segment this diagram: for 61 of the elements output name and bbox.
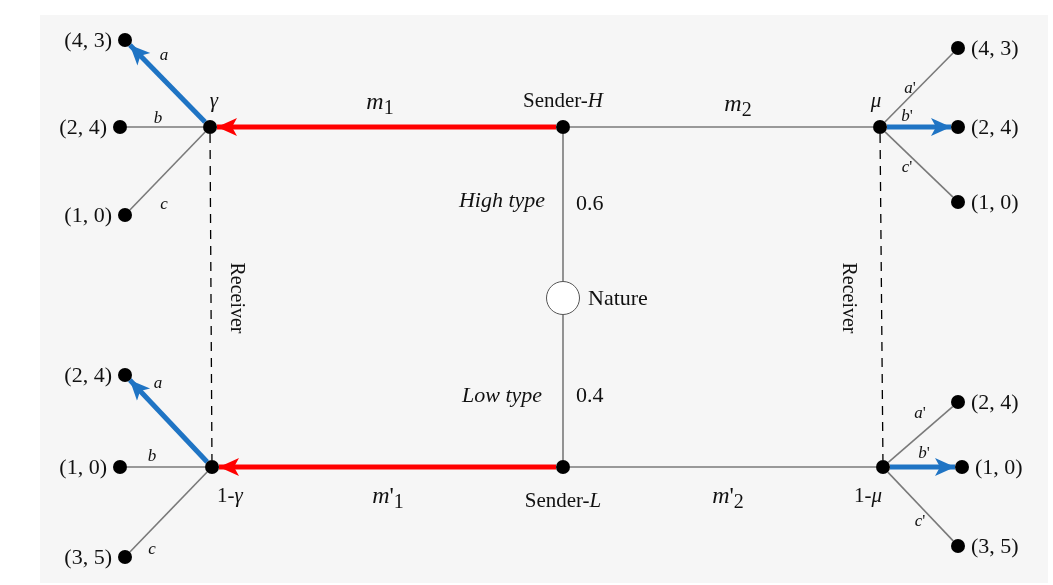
- arrow: [217, 118, 556, 136]
- branch-line: [126, 466, 206, 468]
- branch-line: [884, 131, 954, 198]
- arrow: [128, 378, 209, 464]
- edge-label: m$_{1}$: [365, 88, 395, 118]
- player-label: Sender-H: [522, 89, 604, 111]
- player-label: μ: [870, 89, 882, 111]
- edge-label: c: [159, 194, 169, 212]
- edge-label: b': [917, 443, 931, 461]
- payoff-label: (1, 0): [971, 191, 1019, 213]
- branch-line: [126, 126, 204, 128]
- edge-label: a: [158, 45, 170, 63]
- payoff-label: (3, 5): [64, 546, 112, 568]
- arrow: [887, 118, 951, 136]
- player-label: γ: [209, 89, 219, 111]
- arrow: [219, 458, 556, 476]
- edge-label: Receiver: [840, 260, 860, 336]
- payoff-label: (3, 5): [971, 535, 1019, 557]
- edge-label: a': [903, 78, 917, 96]
- probability-label: 0.4: [576, 384, 604, 406]
- branch-line: [562, 133, 564, 282]
- branch-line: [129, 471, 208, 553]
- edge-label: m'$_{1}$: [371, 482, 405, 512]
- edge-label: m'$_{2}$: [711, 482, 745, 512]
- payoff-label: (2, 4): [971, 116, 1019, 138]
- payoff-label: (4, 3): [971, 37, 1019, 59]
- payoff-label: (4, 3): [64, 29, 112, 51]
- edge-label: Receiver: [228, 260, 248, 336]
- branch-line: [569, 126, 874, 128]
- player-label: 1-μ: [854, 484, 882, 506]
- payoff-label: (1, 0): [59, 456, 107, 478]
- edge-label: b: [146, 446, 158, 464]
- information-set-line: [209, 133, 213, 461]
- arrow: [128, 43, 207, 124]
- player-label: 1-γ: [217, 484, 243, 506]
- node-label: Nature: [588, 287, 648, 309]
- edge-label: a: [152, 373, 164, 391]
- edge-label: Low type: [460, 384, 544, 406]
- edge-label: m$_{2}$: [723, 90, 753, 120]
- branch-line: [129, 131, 206, 211]
- branch-line: [884, 52, 954, 123]
- edge-label: b: [152, 108, 164, 126]
- edge-label: c': [900, 157, 914, 175]
- payoff-label: (2, 4): [971, 391, 1019, 413]
- branch-line: [569, 466, 877, 468]
- arrow: [890, 458, 955, 476]
- edge-label: c': [913, 511, 927, 529]
- payoff-label: (2, 4): [64, 364, 112, 386]
- probability-label: 0.6: [576, 192, 604, 214]
- information-set-line: [879, 133, 884, 461]
- payoff-label: (1, 0): [64, 204, 112, 226]
- edge-label: b': [900, 106, 914, 124]
- branch-line: [887, 405, 954, 464]
- payoff-label: (2, 4): [59, 116, 107, 138]
- branch-line: [887, 471, 954, 542]
- payoff-label: (1, 0): [975, 456, 1023, 478]
- player-label: Sender-L: [524, 489, 602, 511]
- edge-label: c: [147, 539, 157, 557]
- edge-label: High type: [457, 189, 547, 211]
- edge-label: a': [913, 403, 927, 421]
- branch-line: [562, 314, 564, 461]
